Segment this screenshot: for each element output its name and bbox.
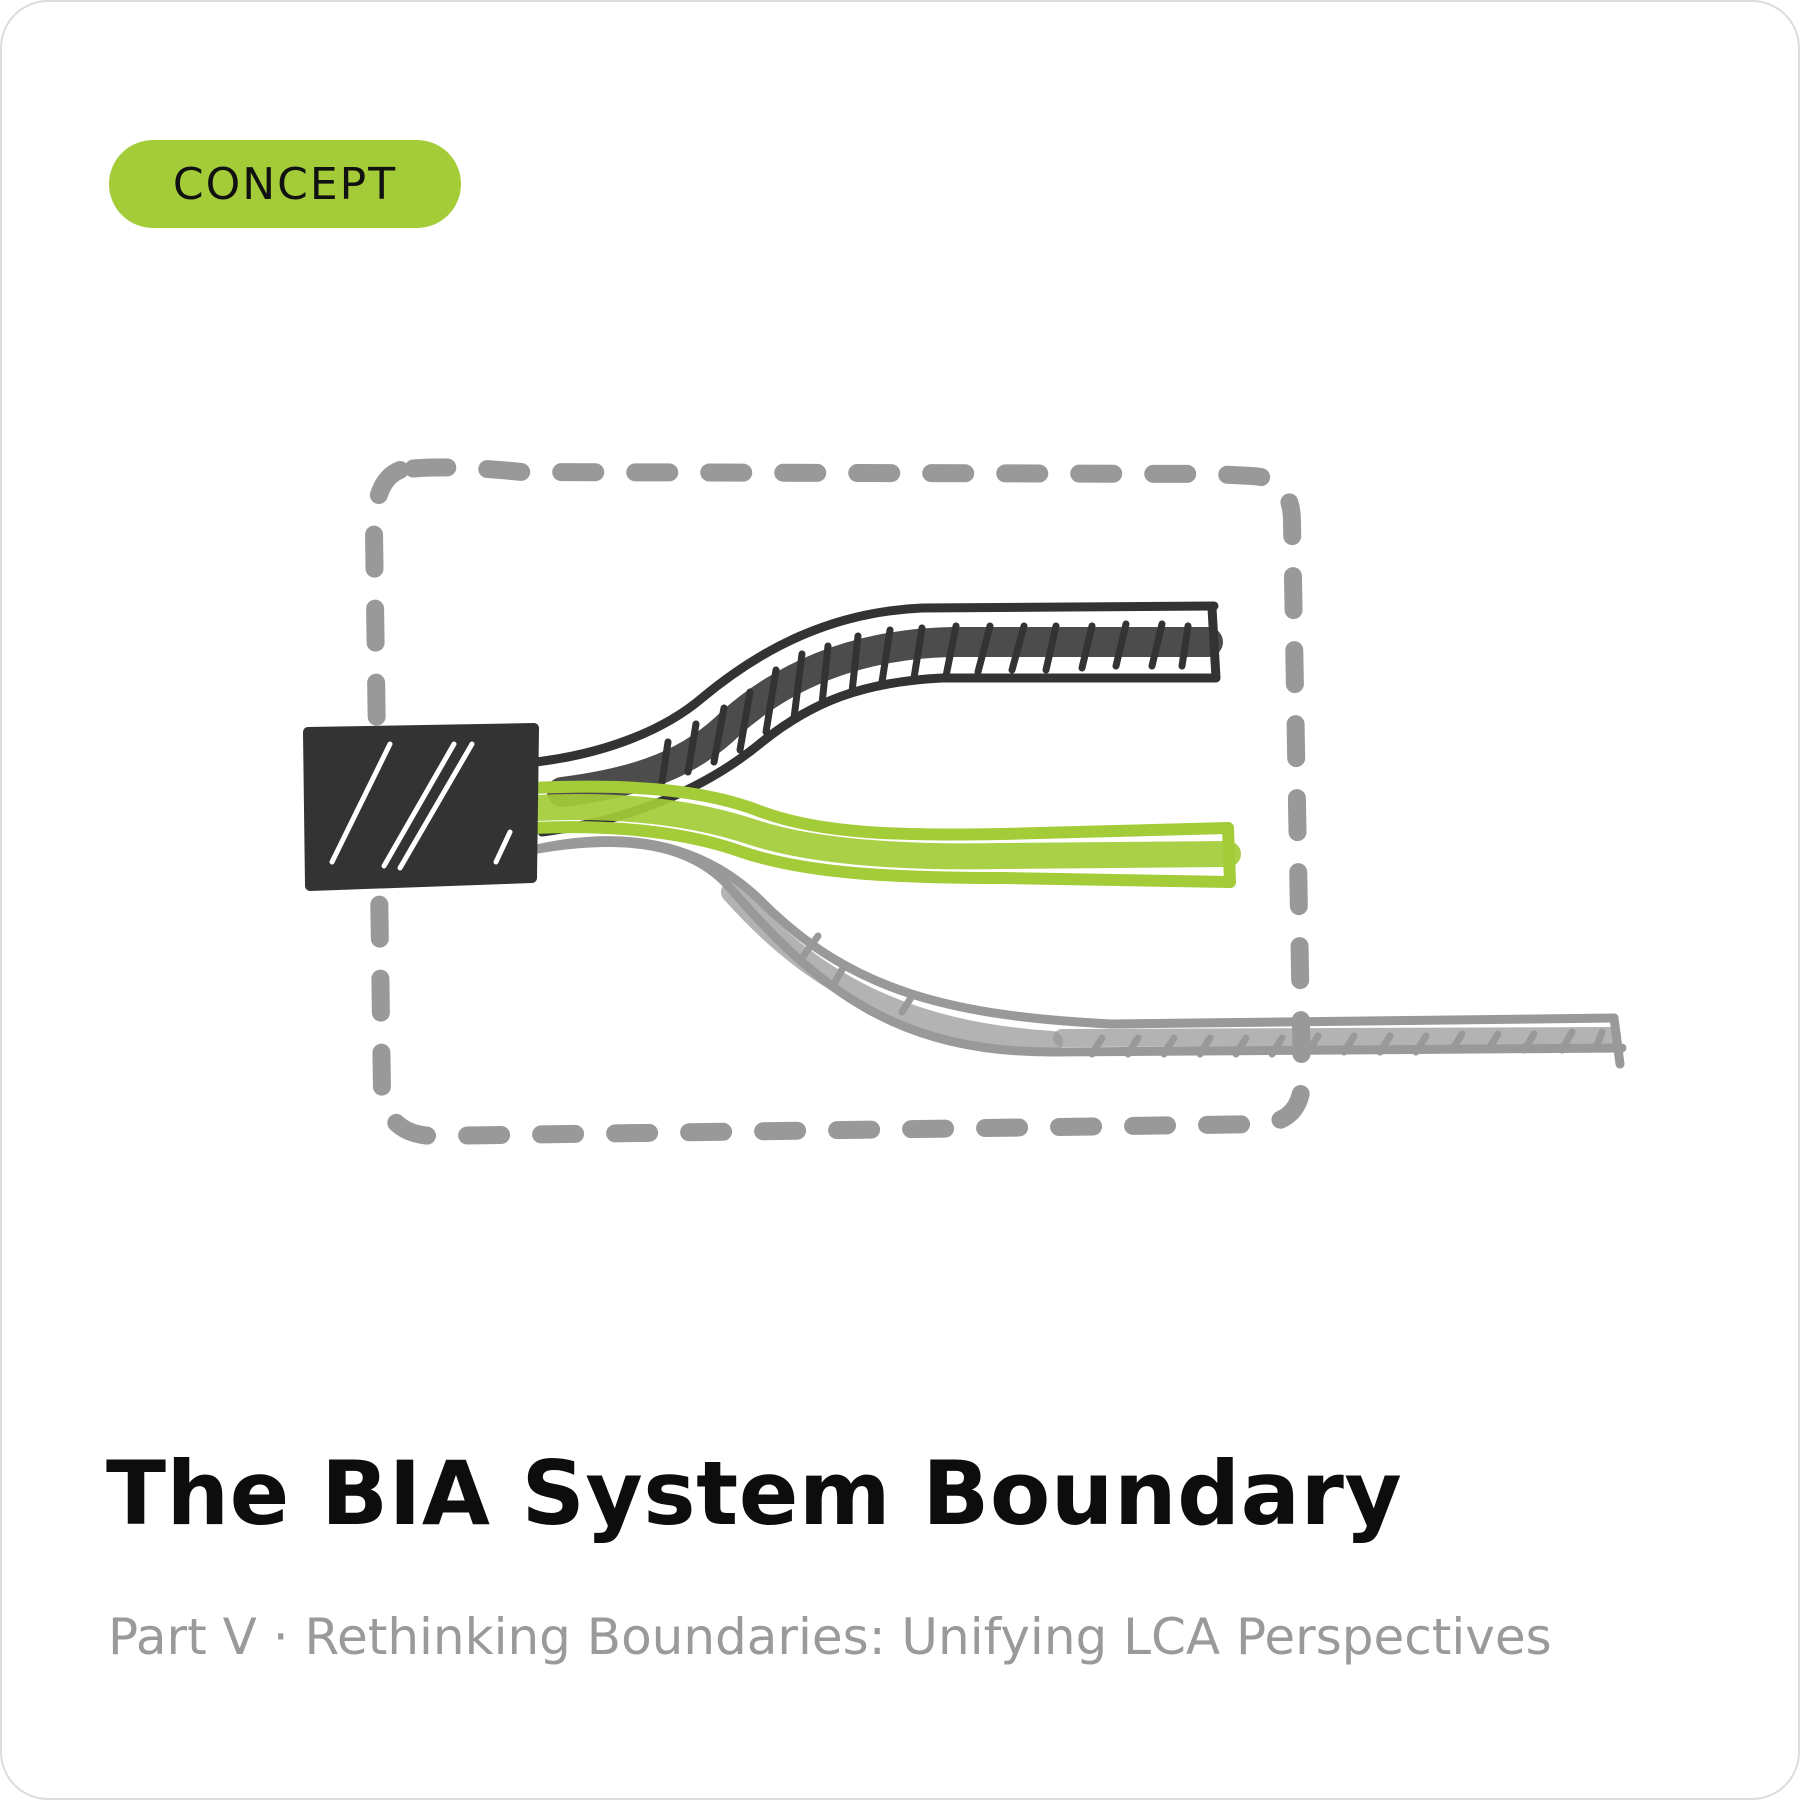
green-flow [523, 780, 1241, 888]
dark-flow [531, 601, 1223, 837]
grey-flow [527, 836, 1627, 1069]
system-boundary-dashed-outline [364, 458, 1312, 1146]
page-subtitle: Part V · Rethinking Boundaries: Unifying… [108, 1608, 1552, 1666]
source-block [303, 723, 539, 891]
concept-badge: CONCEPT [109, 140, 461, 228]
page-title: The BIA System Boundary [106, 1442, 1403, 1545]
